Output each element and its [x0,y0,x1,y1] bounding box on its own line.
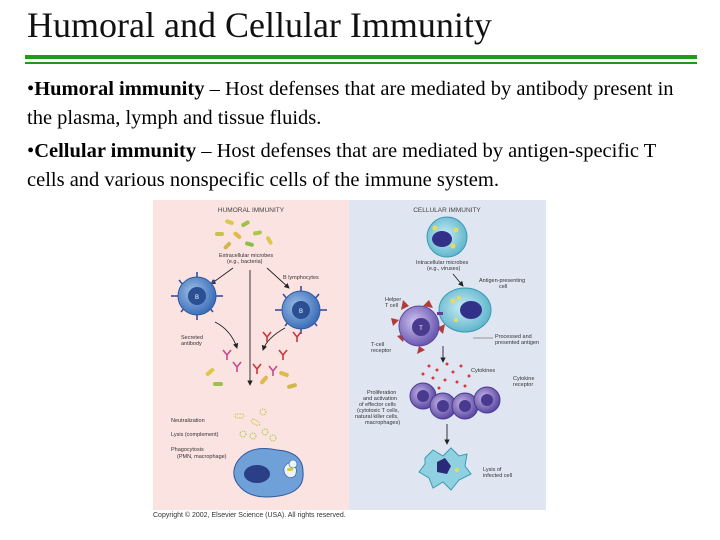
title-rule-thick [25,55,697,59]
intracellular-microbes-example: (e.g., viruses) [427,266,460,272]
cytokine-dots [421,362,471,390]
extracellular-bacteria [215,219,273,250]
bullet-marker: • [27,78,35,100]
helper-t-cell-label-2: T cell [385,303,398,309]
title-rule-thin [25,62,697,64]
t-cell-letter: T [419,326,423,332]
infected-cell-with-viruses [426,216,468,258]
bullet-term-humoral: Humoral immunity [34,78,205,100]
phagocytosis-label: Phagocytosis [171,447,204,453]
bullet-text-cellular: – Host defenses that are mediated by ant… [27,140,656,191]
antibody-arrow-left [214,321,239,349]
immunity-diagram: HUMORAL IMMUNITY Extracellular microbes … [153,200,546,510]
extracellular-microbes-example: (e.g., bacteria) [227,259,263,265]
effector-label-1: Proliferation [367,390,396,396]
effector-cells [409,382,501,420]
lysed-microbes [239,428,277,442]
effector-label-5: natural killer cells, [355,414,399,420]
cytokines-label: Cytokines [471,368,495,374]
helper-t-cell: T [391,300,445,354]
neutralized-microbes [234,408,267,426]
effector-label-2: and activation [363,396,397,402]
t-cell-receptor-label-2: receptor [371,348,391,354]
secreted-antibody-label: Secreted [181,335,203,341]
phagocytosis-cells-label: (PMN, macrophage) [177,454,227,460]
infection-arrow [452,273,464,287]
t-cell-receptor-label: T-cell [371,342,384,348]
apc-label: Antigen-presenting [479,278,525,284]
cytokine-receptor-label: Cytokine [513,376,534,382]
cytokine-receptor-label-2: receptor [513,382,533,388]
neutralization-label: Neutralization [171,418,205,424]
humoral-arrow-right [266,267,290,289]
antigen-presenting-cell [438,287,492,333]
humoral-heading: HUMORAL IMMUNITY [218,207,285,214]
b-cell-letter: B [195,295,199,301]
intracellular-microbes-label: Intracellular microbes [416,260,469,266]
b-lymphocyte-right: B [275,286,327,334]
slide-title: Humoral and Cellular Immunity [27,5,492,45]
phagocyte [233,448,304,498]
lysis-infected-cell-label-2: infected cell [483,473,512,479]
effector-label-3: of effector cells [359,402,396,408]
helper-t-cell-label: Helper [385,297,401,303]
apc-label-2: cell [499,284,507,290]
bullet-term-cellular: Cellular immunity [34,140,197,162]
b-lymphocyte-left: B [171,272,223,320]
figure-copyright: Copyright © 2002, Elsevier Science (USA)… [153,512,346,519]
bullet-humoral: •Humoral immunity – Host defenses that a… [27,75,697,133]
effector-label-4: (cytotoxic T cells, [357,408,399,414]
antibody-arrow-right [261,327,286,351]
effector-label-6: macrophages) [365,420,400,426]
extracellular-microbes-label: Extracellular microbes [219,253,273,259]
bullet-list: •Humoral immunity – Host defenses that a… [27,75,697,199]
secreted-antibody-label-2: antibody [181,341,202,347]
processed-antigen-label-2: presented antigen [495,340,539,346]
cellular-heading: CELLULAR IMMUNITY [413,207,481,214]
processed-antigen-label: Processed and [495,334,532,340]
b-cell-letter: B [299,309,303,315]
antibody-coated-bacteria [205,368,297,389]
lysis-complement-label: Lysis (complement) [171,432,219,438]
bullet-text-humoral: – Host defenses that are mediated by ant… [27,78,674,129]
b-lymphocytes-label: B lymphocytes [283,275,319,281]
lysis-infected-cell-label: Lysis of [483,467,502,473]
bullet-marker: • [27,140,35,162]
lysed-infected-cell [418,447,472,491]
bullet-cellular: •Cellular immunity – Host defenses that … [27,137,697,195]
secreted-antibodies [222,331,302,376]
